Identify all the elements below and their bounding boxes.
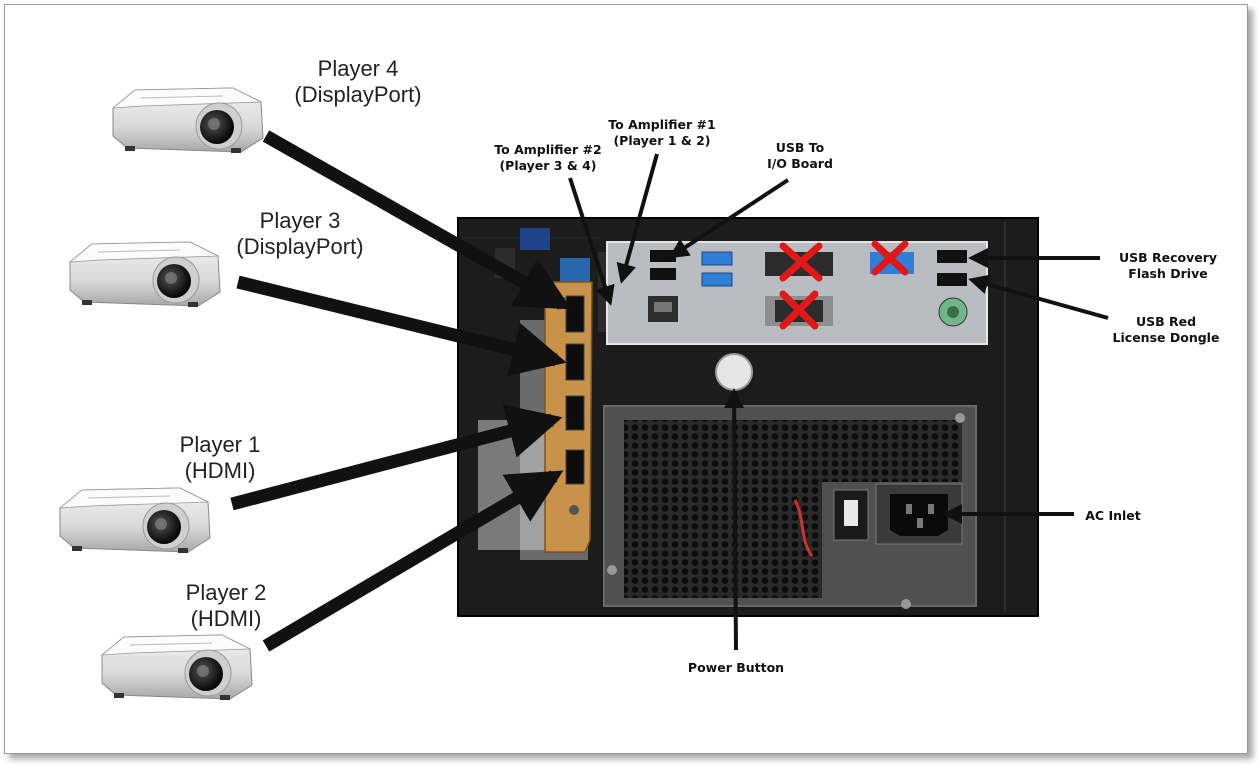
- power-supply: [604, 406, 976, 609]
- label-power-button: Power Button: [676, 660, 796, 676]
- power-button: [716, 354, 752, 390]
- arrow-power-button: [734, 392, 736, 650]
- label-player-1: Player 1 (HDMI): [150, 432, 290, 484]
- projector-player-3: [70, 242, 220, 307]
- label-usb-io: USB To I/O Board: [750, 140, 850, 172]
- projector-player-1: [60, 488, 210, 553]
- label-player-2: Player 2 (HDMI): [156, 580, 296, 632]
- projector-player-4: [113, 88, 263, 153]
- label-player-4: Player 4 (DisplayPort): [288, 56, 428, 108]
- label-usb-dongle: USB Red License Dongle: [1106, 314, 1226, 346]
- projector-player-2: [102, 635, 252, 700]
- label-amp1: To Amplifier #1 (Player 1 & 2): [592, 117, 732, 149]
- label-usb-recovery: USB Recovery Flash Drive: [1108, 250, 1228, 282]
- label-ac-inlet: AC Inlet: [1078, 508, 1148, 524]
- label-player-3: Player 3 (DisplayPort): [230, 208, 370, 260]
